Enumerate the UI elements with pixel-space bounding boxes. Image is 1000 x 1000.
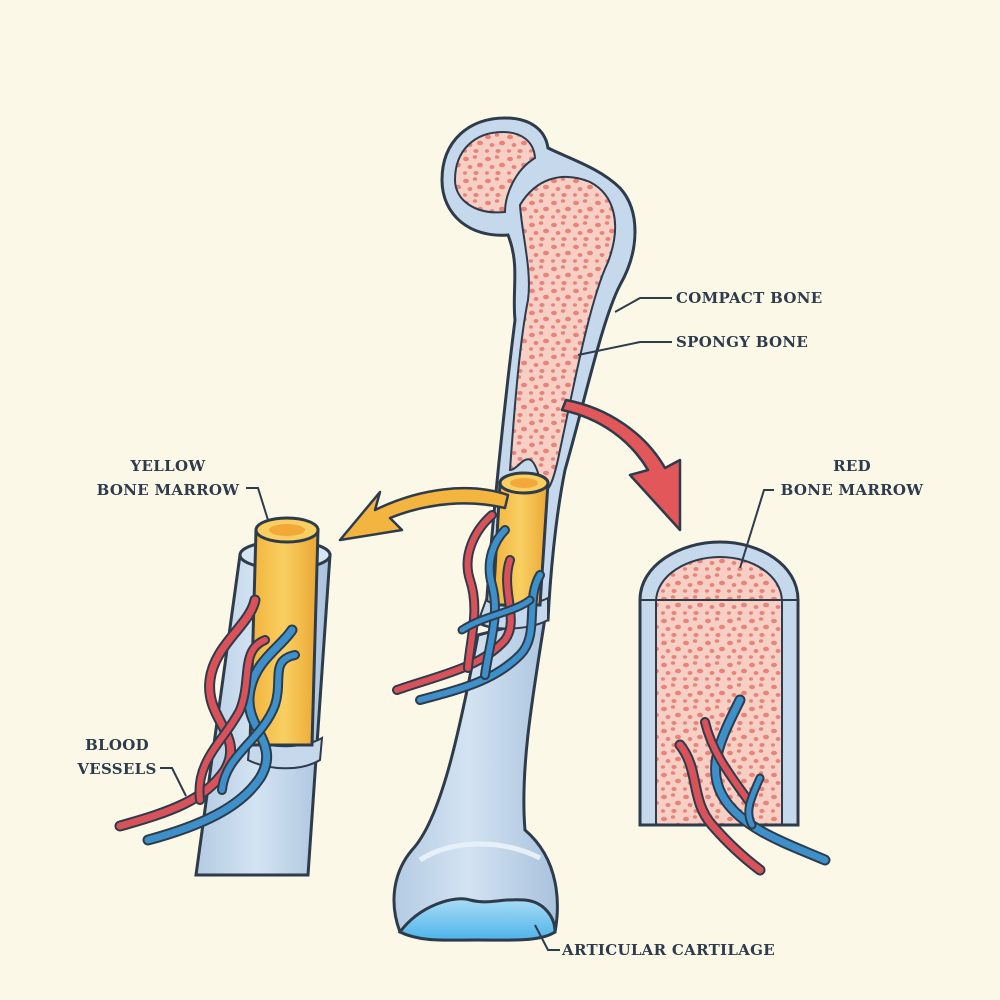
yellow-marrow-detail [114, 516, 332, 877]
femur-blood-vessels [392, 510, 545, 705]
spongy-bone-label: SPONGY BONE [676, 333, 809, 351]
articular-cartilage-shape [397, 897, 557, 942]
red-marrow-blood-vessels [674, 694, 831, 876]
red-marrow-detail [638, 540, 831, 876]
leader-lines [160, 297, 774, 951]
yellow-arrow-icon [338, 486, 510, 542]
detail-blood-vessels [114, 594, 300, 846]
femur [392, 116, 637, 942]
compact-bone-label: COMPACT BONE [676, 289, 823, 307]
red-arrow-icon [560, 398, 682, 532]
articular-cartilage-label: ARTICULAR CARTILAGE [562, 941, 775, 959]
